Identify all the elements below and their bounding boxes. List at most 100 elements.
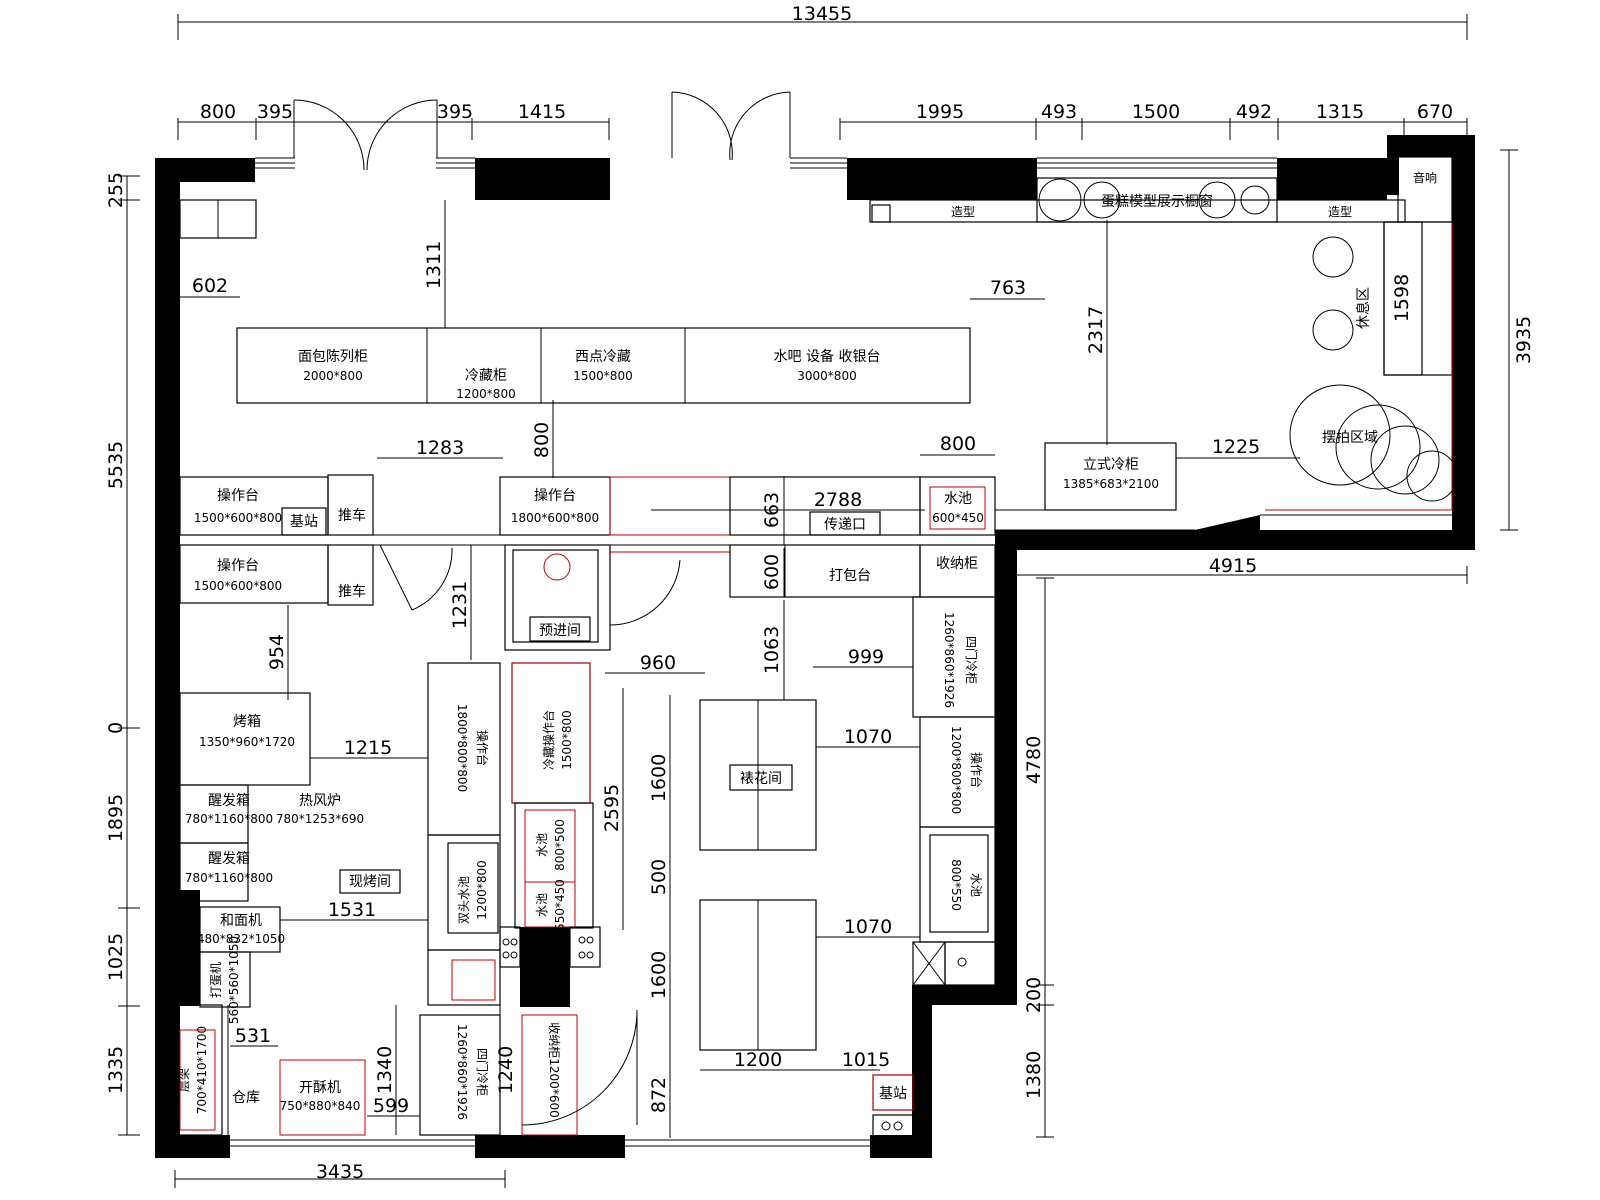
dim-1063: 1063 (761, 626, 783, 674)
label-op-table-2-size: 1800*600*800 (511, 511, 599, 525)
label-op-table-2: 操作台 (534, 488, 576, 504)
dim-1070b: 1070 (844, 916, 892, 938)
label-mixer-size: 560*560*1050 (227, 936, 241, 1024)
label-op-table-v: 操作台 (475, 730, 490, 766)
dim-600: 600 (761, 554, 783, 590)
dim-2317: 2317 (1085, 306, 1107, 354)
dim-1231: 1231 (449, 581, 471, 629)
label-fridge-cabinet: 冷藏柜 (465, 368, 507, 384)
label-vertical-fridge-size: 1385*683*2100 (1063, 477, 1159, 491)
dim-800b: 800 (940, 433, 976, 455)
dim-right-3: 200 (1023, 977, 1045, 1013)
label-four-door-fridge-2: 四门冷柜 (475, 1048, 490, 1096)
label-shaping-right: 造型 (1328, 205, 1352, 219)
label-double-sink-size: 1200*800 (475, 860, 489, 919)
label-pre-room: 预进间 (539, 623, 581, 639)
dim-800a: 800 (531, 422, 553, 458)
dim-1015: 1015 (842, 1049, 890, 1071)
label-op-table-v-size: 1800*800*800 (455, 704, 469, 792)
label-shaping-left: 造型 (951, 205, 975, 219)
label-ferment-2-size: 780*1160*800 (185, 871, 273, 885)
dim-overall-top: 13455 (792, 3, 852, 25)
label-sheeter: 开酥机 (299, 1080, 341, 1096)
dim-top-6: 493 (1041, 101, 1077, 123)
dim-999: 999 (848, 646, 884, 668)
label-storage-cab-2: 收纳柜1200*600 (547, 1022, 561, 1117)
label-double-sink: 双头水池 (457, 876, 471, 924)
label-display-area: 摆拍区域 (1322, 430, 1378, 446)
dim-top-4: 1415 (518, 101, 566, 123)
dim-1200: 1200 (734, 1049, 782, 1071)
label-dessert-fridge: 西点冷藏 (575, 349, 631, 365)
label-cart-1: 推车 (338, 507, 366, 524)
label-sink-2-size: 800*500 (553, 819, 567, 871)
walls (155, 135, 1475, 1158)
label-op-table-3: 操作台 (217, 558, 259, 574)
dim-right-1: 3935 (1513, 316, 1535, 364)
label-ferment-2: 醒发箱 (208, 851, 250, 867)
dimension-text: 13455 800 395 395 1415 1995 493 1500 492… (105, 3, 1535, 1183)
label-sink-2: 水池 (535, 833, 549, 857)
label-speaker: 音响 (1413, 170, 1437, 185)
dim-663: 663 (761, 492, 783, 528)
label-cold-op: 冷藏操作台 (541, 710, 556, 770)
label-bake-room: 现烤间 (349, 874, 391, 890)
dim-top-1: 800 (200, 101, 236, 123)
dim-960: 960 (640, 652, 676, 674)
dim-599: 599 (373, 1095, 409, 1117)
label-base-station-1: 基站 (290, 513, 318, 530)
label-fridge-cabinet-size: 1200*800 (456, 387, 515, 401)
label-counter: 水吧 设备 收银台 (774, 348, 881, 365)
dim-1598: 1598 (1391, 274, 1413, 322)
label-cold-op-size: 1500*800 (560, 710, 574, 769)
label-vertical-fridge: 立式冷柜 (1083, 457, 1139, 473)
label-sink-4-size: 800*550 (949, 859, 963, 911)
label-oven: 烤箱 (233, 714, 261, 730)
label-dessert-fridge-size: 1500*800 (573, 369, 632, 383)
dim-1531: 1531 (328, 899, 376, 921)
dim-top-7: 1500 (1132, 101, 1180, 123)
label-counter-size: 3000*800 (797, 369, 856, 383)
dim-1600b: 1600 (648, 951, 670, 999)
dim-954: 954 (266, 634, 288, 670)
label-pack-table: 打包台 (829, 567, 871, 584)
dim-top-8: 492 (1236, 101, 1272, 123)
dim-left-1: 255 (105, 172, 127, 208)
dim-left-6: 1335 (105, 1046, 127, 1094)
label-sheeter-size: 750*880*840 (280, 1099, 361, 1113)
room-labels: 面包陈列柜 2000*800 冷藏柜 1200*800 西点冷藏 1500*80… (177, 170, 1437, 1120)
dim-1070a: 1070 (844, 726, 892, 748)
dim-763: 763 (990, 277, 1026, 299)
dim-top-5: 1995 (916, 101, 964, 123)
label-four-door-fridge-1: 四门冷柜 (964, 636, 979, 684)
dim-500: 500 (648, 859, 670, 895)
label-bread-cabinet-size: 2000*800 (303, 369, 362, 383)
label-op-table-1: 操作台 (217, 488, 259, 504)
label-four-door-fridge-1-size: 1260*860*1926 (942, 612, 956, 708)
label-shelf: 层架 (177, 1068, 191, 1092)
dim-2788: 2788 (814, 489, 862, 511)
dim-top-10: 670 (1417, 101, 1453, 123)
dim-top-3: 395 (437, 101, 473, 123)
dim-right-2: 4780 (1023, 736, 1045, 784)
dim-left-5: 1025 (105, 933, 127, 981)
dim-1340: 1340 (374, 1046, 396, 1094)
label-op-table-r-size: 1200*800*800 (949, 726, 963, 814)
dim-4915: 4915 (1209, 555, 1257, 577)
label-rest-area: 休息区 (1355, 287, 1372, 329)
label-pass-window: 传递口 (824, 517, 866, 533)
label-sink-4: 水池 (969, 873, 983, 897)
label-sink-3-size: 550*450 (553, 879, 567, 931)
dim-1600a: 1600 (648, 754, 670, 802)
label-storage-room: 仓库 (232, 1090, 260, 1106)
dim-2595: 2595 (601, 784, 623, 832)
label-display-window: 蛋糕模型展示橱窗 (1101, 193, 1213, 210)
label-dough-mixer: 和面机 (220, 913, 262, 929)
dim-top-2: 395 (257, 101, 293, 123)
label-sink-1-size: 600*450 (932, 511, 984, 525)
label-cart-2: 推车 (338, 583, 366, 600)
label-decor-room: 裱花间 (740, 771, 782, 787)
dim-bottom: 3435 (316, 1161, 364, 1183)
dim-531: 531 (235, 1025, 271, 1047)
